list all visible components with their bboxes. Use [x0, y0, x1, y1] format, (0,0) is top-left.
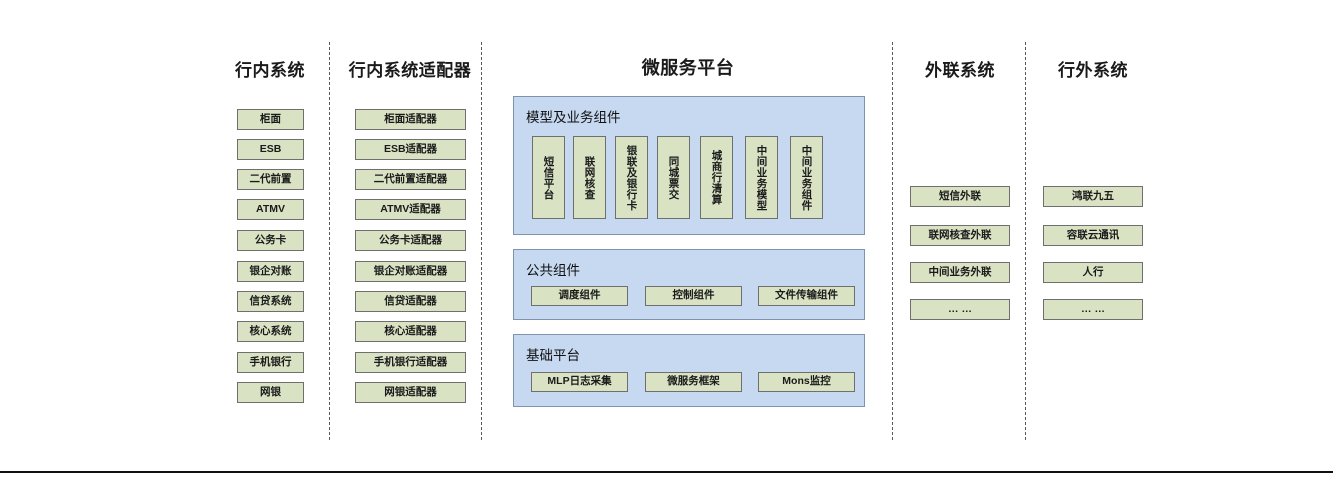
node-in-bank-system[interactable]: 核心系统 [237, 321, 304, 342]
node-external-link-system[interactable]: … … [910, 299, 1010, 320]
node-in-bank-adapter[interactable]: 柜面适配器 [355, 109, 466, 130]
node-in-bank-adapter[interactable]: ESB适配器 [355, 139, 466, 160]
node-in-bank-adapter[interactable]: 二代前置适配器 [355, 169, 466, 190]
node-in-bank-adapter[interactable]: 信贷适配器 [355, 291, 466, 312]
column-title-external-link-systems: 外联系统 [925, 61, 995, 80]
node-in-bank-adapter[interactable]: ATMV适配器 [355, 199, 466, 220]
node-in-bank-system[interactable]: 柜面 [237, 109, 304, 130]
panel-base-platform: 基础平台 [513, 334, 865, 407]
column-divider-2 [481, 42, 482, 440]
node-in-bank-system[interactable]: 二代前置 [237, 169, 304, 190]
column-divider-3 [892, 42, 893, 440]
panel-label-public-components: 公共组件 [526, 263, 580, 278]
node-base-platform-component[interactable]: 微服务框架 [645, 372, 742, 392]
node-model-component[interactable]: 银联及银行卡 [615, 136, 648, 219]
column-divider-4 [1025, 42, 1026, 440]
node-in-bank-system[interactable]: 网银 [237, 382, 304, 403]
column-divider-1 [329, 42, 330, 440]
column-title-in-bank-adapters: 行内系统适配器 [348, 61, 472, 80]
node-in-bank-system[interactable]: ESB [237, 139, 304, 160]
node-in-bank-adapter[interactable]: 核心适配器 [355, 321, 466, 342]
node-in-bank-system[interactable]: 手机银行 [237, 352, 304, 373]
node-external-link-system[interactable]: 中间业务外联 [910, 262, 1010, 283]
node-model-component[interactable]: 联网核查 [573, 136, 606, 219]
node-in-bank-adapter[interactable]: 银企对账适配器 [355, 261, 466, 282]
node-in-bank-system[interactable]: 公务卡 [237, 230, 304, 251]
node-model-component[interactable]: 短信平台 [532, 136, 565, 219]
panel-public-components: 公共组件 [513, 249, 865, 320]
node-in-bank-adapter[interactable]: 公务卡适配器 [355, 230, 466, 251]
node-model-component[interactable]: 中间业务组件 [790, 136, 823, 219]
node-external-link-system[interactable]: 短信外联 [910, 186, 1010, 207]
node-in-bank-adapter[interactable]: 网银适配器 [355, 382, 466, 403]
node-out-bank-system[interactable]: 鸿联九五 [1043, 186, 1143, 207]
node-model-component[interactable]: 中间业务模型 [745, 136, 778, 219]
node-model-component[interactable]: 城商行清算 [700, 136, 733, 219]
node-public-component[interactable]: 文件传输组件 [758, 286, 855, 306]
node-base-platform-component[interactable]: Mons监控 [758, 372, 855, 392]
column-title-microservice-platform: 微服务平台 [641, 58, 735, 78]
column-title-out-bank-systems: 行外系统 [1058, 61, 1128, 80]
node-in-bank-system[interactable]: ATMV [237, 199, 304, 220]
panel-label-model-business-components: 模型及业务组件 [526, 110, 621, 125]
node-out-bank-system[interactable]: 人行 [1043, 262, 1143, 283]
node-in-bank-system[interactable]: 信贷系统 [237, 291, 304, 312]
node-external-link-system[interactable]: 联网核查外联 [910, 225, 1010, 246]
node-public-component[interactable]: 调度组件 [531, 286, 628, 306]
column-title-in-bank-systems: 行内系统 [235, 61, 305, 80]
node-out-bank-system[interactable]: … … [1043, 299, 1143, 320]
node-in-bank-system[interactable]: 银企对账 [237, 261, 304, 282]
page-bottom-rule [0, 471, 1333, 473]
node-model-component[interactable]: 同城票交 [657, 136, 690, 219]
node-base-platform-component[interactable]: MLP日志采集 [531, 372, 628, 392]
panel-label-base-platform: 基础平台 [526, 348, 580, 363]
node-public-component[interactable]: 控制组件 [645, 286, 742, 306]
node-out-bank-system[interactable]: 容联云通讯 [1043, 225, 1143, 246]
node-in-bank-adapter[interactable]: 手机银行适配器 [355, 352, 466, 373]
